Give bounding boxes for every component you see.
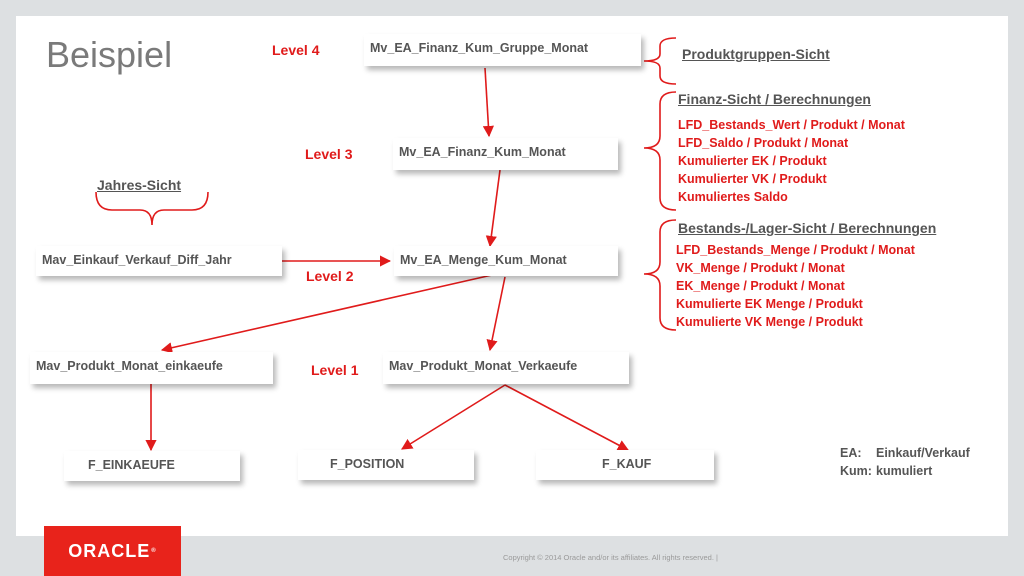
list-item: Kumulierte EK Menge / Produkt <box>676 297 863 311</box>
node-f-einkaeufe: F_EINKAEUFE <box>64 451 240 481</box>
level-3-label: Level 3 <box>305 146 353 162</box>
list-item: LFD_Bestands_Wert / Produkt / Monat <box>678 118 905 132</box>
arrow-finanz-to-menge <box>485 169 501 248</box>
list-item: Kumulierte VK Menge / Produkt <box>676 315 863 329</box>
slide-title: Beispiel <box>46 34 173 75</box>
legend-value-kum: kumuliert <box>876 464 933 478</box>
arrow-gruppe-to-finanz <box>482 67 494 138</box>
list-item: LFD_Bestands_Menge / Produkt / Monat <box>676 243 915 257</box>
finanz-calc-list: LFD_Bestands_Wert / Produkt / Monat LFD_… <box>678 116 905 206</box>
node-f-kauf: F_KAUF <box>536 450 714 480</box>
legend-value-ea: Einkauf/Verkauf <box>876 446 970 460</box>
node-f-position: F_POSITION <box>298 450 474 480</box>
node-einkauf-verkauf-diff-jahr: Mav_Einkauf_Verkauf_Diff_Jahr <box>36 246 282 276</box>
node-gruppe-monat: Mv_EA_Finanz_Kum_Gruppe_Monat <box>364 34 641 66</box>
list-item: Kumuliertes Saldo <box>678 190 788 204</box>
bestand-calc-list: LFD_Bestands_Menge / Produkt / Monat VK_… <box>676 241 915 331</box>
arrow-verkaeufe-to-fkauf <box>504 384 629 451</box>
jahres-sicht-title: Jahres-Sicht <box>97 177 182 193</box>
list-item: LFD_Saldo / Produkt / Monat <box>678 136 849 150</box>
copyright-text: Copyright © 2014 Oracle and/or its affil… <box>503 553 718 562</box>
arrow-verkaeufe-to-fposition <box>401 384 506 450</box>
node-finanz-kum-monat: Mv_EA_Finanz_Kum_Monat <box>393 138 618 170</box>
arrow-menge-to-verkaeufe <box>486 276 506 352</box>
list-item: Kumulierter EK / Produkt <box>678 154 827 168</box>
level-2-label: Level 2 <box>306 268 354 284</box>
list-item: EK_Menge / Produkt / Monat <box>676 279 845 293</box>
abbreviation-legend: EA: Einkauf/Verkauf Kum: kumuliert <box>840 444 970 480</box>
list-item: VK_Menge / Produkt / Monat <box>676 261 845 275</box>
produktgruppen-sicht-title: Produktgruppen-Sicht <box>682 46 830 62</box>
finanz-sicht-title: Finanz-Sicht / Berechnungen <box>678 91 871 107</box>
oracle-logo: ORACLE® <box>44 526 181 576</box>
brace-produktgruppen <box>643 37 677 85</box>
slide-canvas <box>16 16 1008 536</box>
brace-finanz <box>643 91 677 211</box>
brace-bestand <box>643 219 677 331</box>
brace-jahres-sicht <box>95 191 209 226</box>
node-produkt-monat-verkaeufe: Mav_Produkt_Monat_Verkaeufe <box>383 352 629 384</box>
arrow-menge-to-einkaeufe <box>160 274 493 354</box>
level-4-label: Level 4 <box>272 42 320 58</box>
bestand-sicht-title: Bestands-/Lager-Sicht / Berechnungen <box>678 220 937 236</box>
legend-row-ea: EA: Einkauf/Verkauf <box>840 444 970 462</box>
legend-key-ea: EA: <box>840 446 862 460</box>
level-1-label: Level 1 <box>311 362 359 378</box>
node-menge-kum-monat: Mv_EA_Menge_Kum_Monat <box>394 246 618 276</box>
registered-mark: ® <box>151 548 157 554</box>
legend-key-kum: Kum: <box>840 464 872 478</box>
oracle-logo-text: ORACLE <box>68 540 151 561</box>
list-item: Kumulierter VK / Produkt <box>678 172 827 186</box>
legend-row-kum: Kum: kumuliert <box>840 462 970 480</box>
node-produkt-monat-einkaeufe: Mav_Produkt_Monat_einkaeufe <box>30 352 273 384</box>
